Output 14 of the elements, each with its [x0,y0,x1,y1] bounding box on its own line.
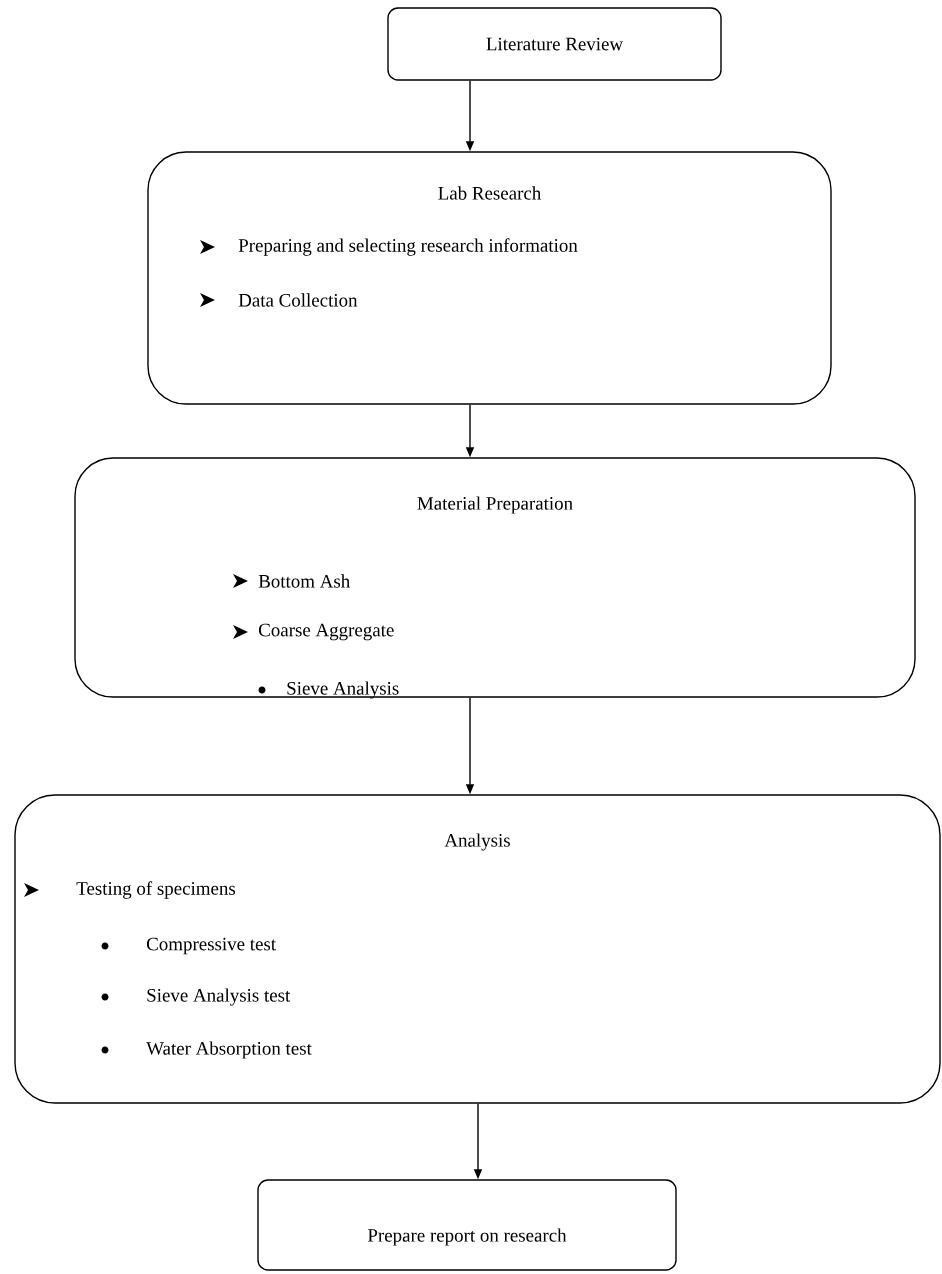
list-item: Testing of specimens [76,881,236,899]
box-heading: Prepare report on research [367,1228,567,1246]
list-item: Compressive test [147,937,276,955]
list-item: Coarse Aggregate [259,623,394,641]
list-item: Sieve Analysis [287,681,399,699]
list-item: Water Absorption test [146,1041,312,1059]
box-heading: Lab Research [438,186,542,200]
list-item: Sieve Analysis test [147,988,291,1006]
box-heading: Literature Review [486,37,623,51]
box-heading: Material Preparation [417,496,573,514]
list-item: Data Collection [238,293,358,307]
list-item: Preparing and selecting research information [238,238,578,256]
box-heading: Analysis [444,833,510,851]
list-item: Bottom Ash [258,574,350,588]
